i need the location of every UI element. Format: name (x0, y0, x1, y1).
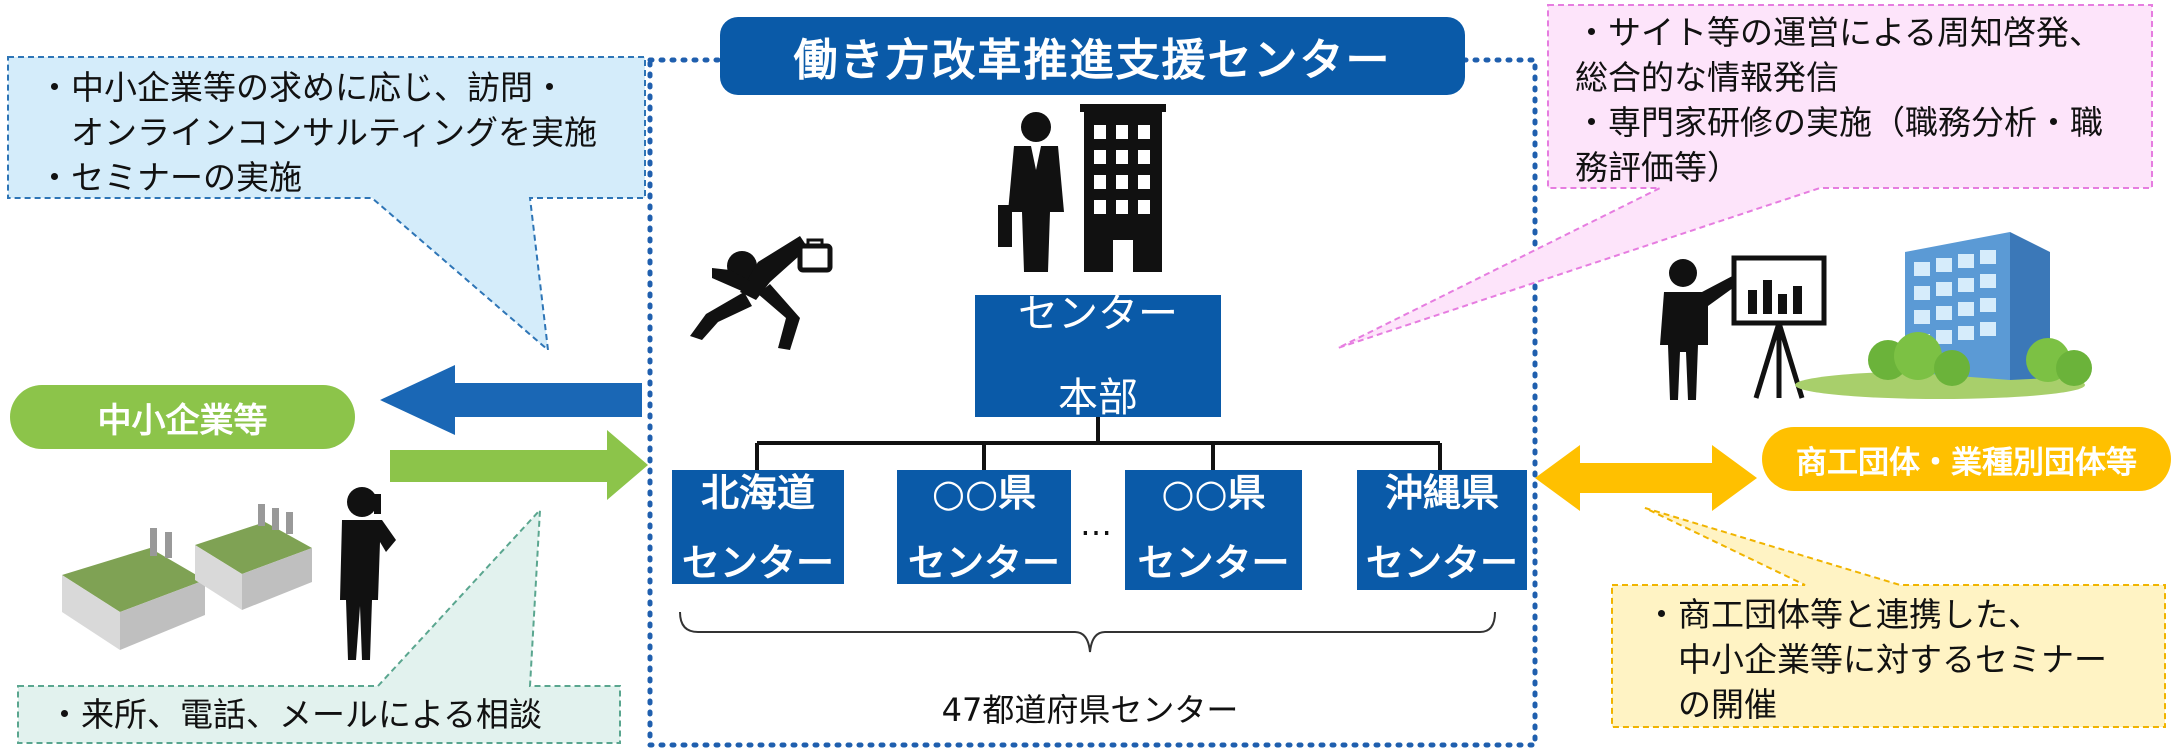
factory-icon (62, 504, 312, 650)
company-building-icon (1795, 232, 2092, 399)
org-tree-lines (755, 417, 1442, 470)
branch-ellipsis: … (1080, 505, 1112, 543)
callout-bottom-right (1611, 507, 2166, 728)
callout-top-left (7, 56, 646, 353)
branch-suffix: センター (1365, 541, 1518, 585)
office-building-icon (1080, 104, 1166, 272)
branch-name: 沖縄県 (1384, 471, 1499, 515)
presenter-icon (1660, 255, 1827, 400)
callout-top-right-text: ・サイト等の運営による周知啓発、 総合的な情報発信 ・専門家研修の実施（職務分析… (1575, 13, 2103, 187)
center-title: 働き方改革推進支援センター (720, 17, 1465, 95)
branch-name: ○○県 (931, 471, 1037, 515)
branch-suffix: センター (1137, 541, 1290, 585)
phone-man-icon (340, 487, 396, 660)
sme-label: 中小企業等 (10, 385, 355, 449)
callout-bottom-left-text: ・来所、電話、メールによる相談 (48, 695, 543, 734)
headquarters-box: センター 本部 (975, 295, 1221, 417)
running-man-icon (690, 236, 833, 350)
double-arrow-orange (1535, 445, 1757, 511)
business-groups-label: 商工団体・業種別団体等 (1762, 427, 2171, 491)
headquarters-line2: 本部 (1058, 375, 1138, 417)
branch-name: 北海道 (700, 471, 815, 515)
branch-box-hokkaido: 北海道 センター (672, 470, 844, 584)
branch-suffix: センター (681, 541, 834, 584)
businessman-icon (998, 112, 1064, 272)
callout-top-left-text: ・中小企業等の求めに応じ、訪問・ オンラインコンサルティングを実施 ・セミナーの… (38, 68, 598, 197)
branch-name: ○○県 (1161, 471, 1266, 515)
branch-suffix: センター (907, 541, 1060, 584)
branch-box-prefecture-a: ○○県 センター (897, 470, 1071, 584)
callout-top-right (1337, 4, 2153, 349)
callout-bottom-right-text: ・商工団体等と連携した、 中小企業等に対するセミナー の開催 (1645, 595, 2107, 724)
arrow-to-sme (380, 365, 642, 435)
callout-bottom-left (17, 507, 621, 744)
branch-brace (679, 611, 1496, 653)
arrow-from-sme (390, 430, 648, 500)
branch-box-prefecture-b: ○○県 センター (1125, 470, 1302, 590)
branch-caption: 47都道府県センター (941, 691, 1239, 729)
headquarters-line1: センター (1018, 295, 1178, 337)
branch-box-okinawa: 沖縄県 センター (1357, 470, 1527, 590)
